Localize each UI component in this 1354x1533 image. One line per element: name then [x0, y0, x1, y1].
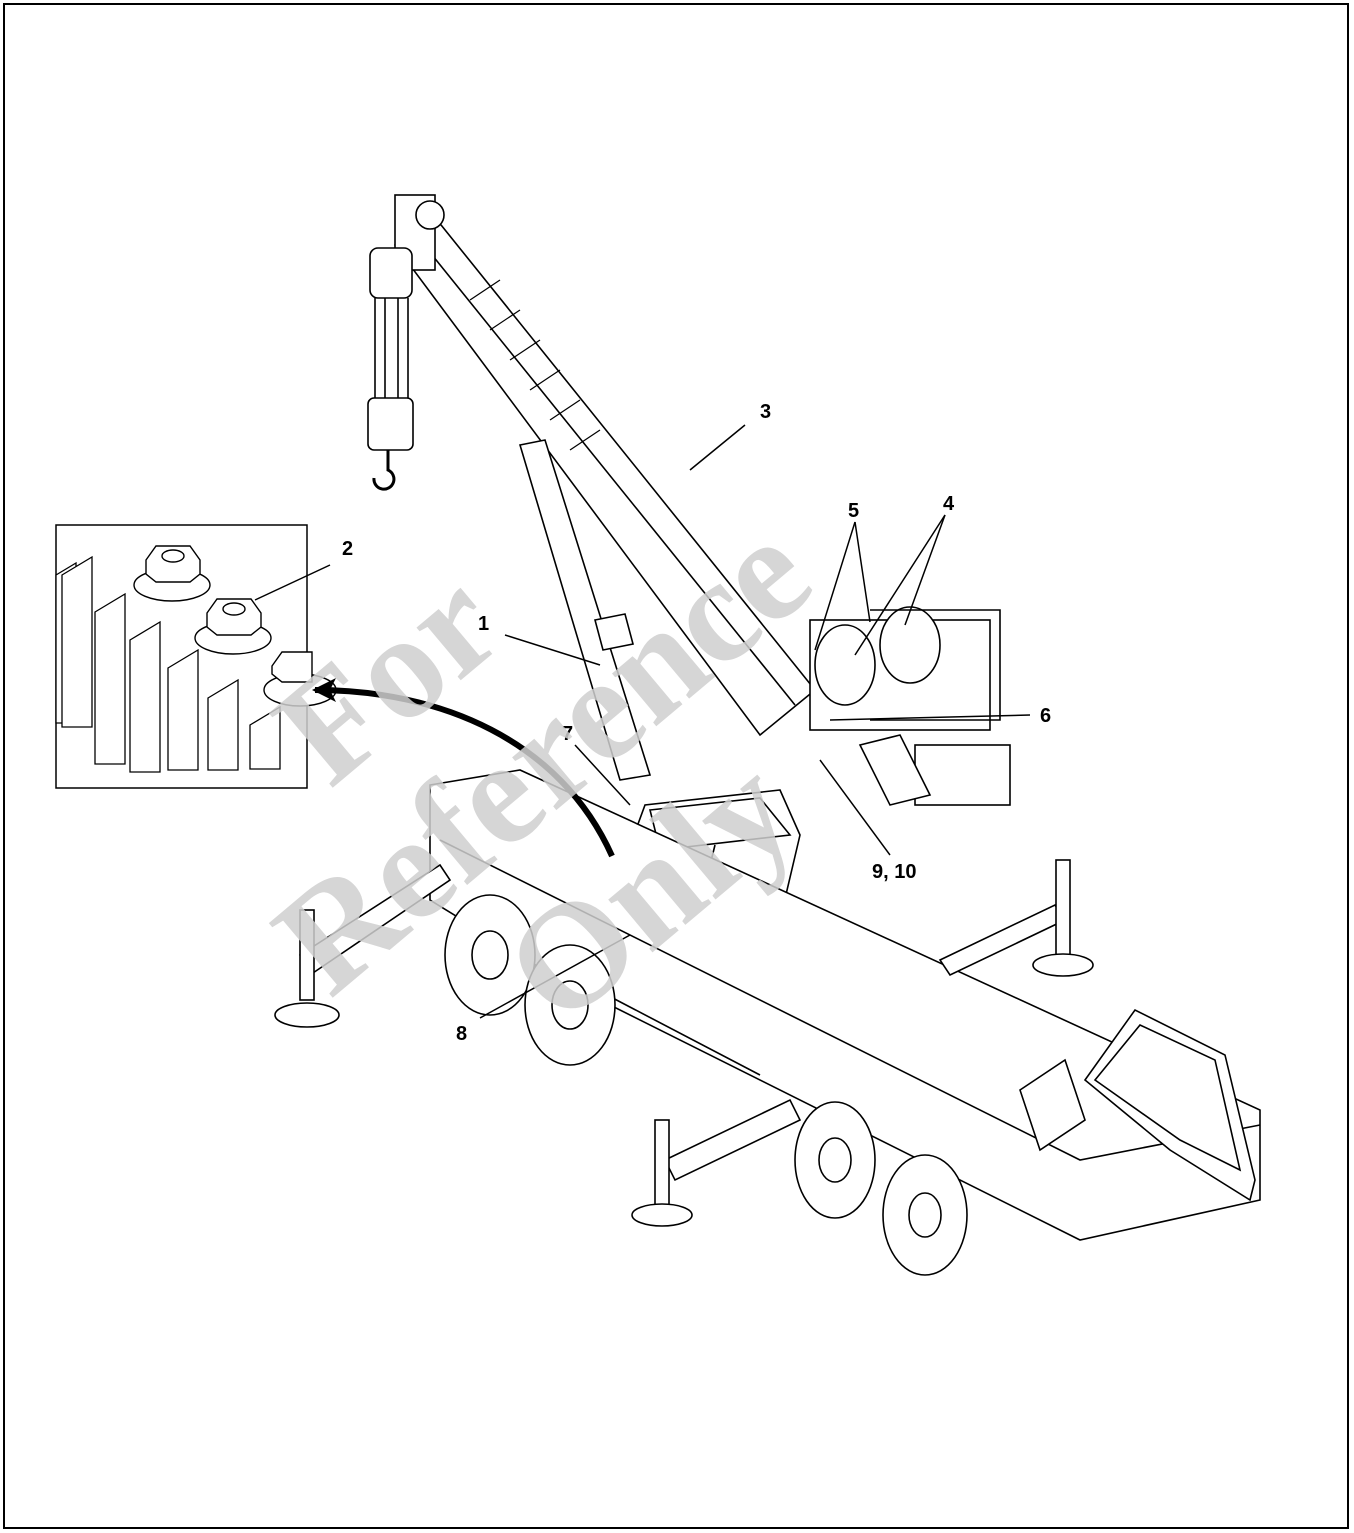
detail-inset: [55, 524, 337, 789]
detail-arrow: [314, 687, 615, 858]
callouts: 1 2 3 4 5 6 7 8 9, 10: [342, 401, 1051, 1045]
outriggers: [274, 859, 1094, 1227]
figure-border: [3, 3, 1349, 1529]
radiator-fins: [55, 555, 281, 773]
engine-grille: [1019, 1058, 1086, 1152]
callout-1: 1: [478, 613, 489, 635]
flange-nuts: [133, 545, 337, 707]
callout-9-10: 9, 10: [872, 861, 916, 883]
carrier-cab: [1083, 1008, 1256, 1202]
callout-5: 5: [848, 500, 859, 522]
callout-4: 4: [943, 493, 955, 515]
callout-6: 6: [1040, 705, 1051, 727]
leader-lines: [254, 424, 1031, 1019]
wheels: [444, 894, 968, 1276]
callout-7: 7: [562, 723, 573, 745]
callout-3: 3: [760, 401, 771, 423]
lift-cylinder: [518, 439, 652, 781]
crane-body: [274, 194, 1261, 1276]
callout-8: 8: [456, 1023, 467, 1045]
hook-block: [367, 397, 414, 451]
callout-2: 2: [342, 538, 353, 560]
